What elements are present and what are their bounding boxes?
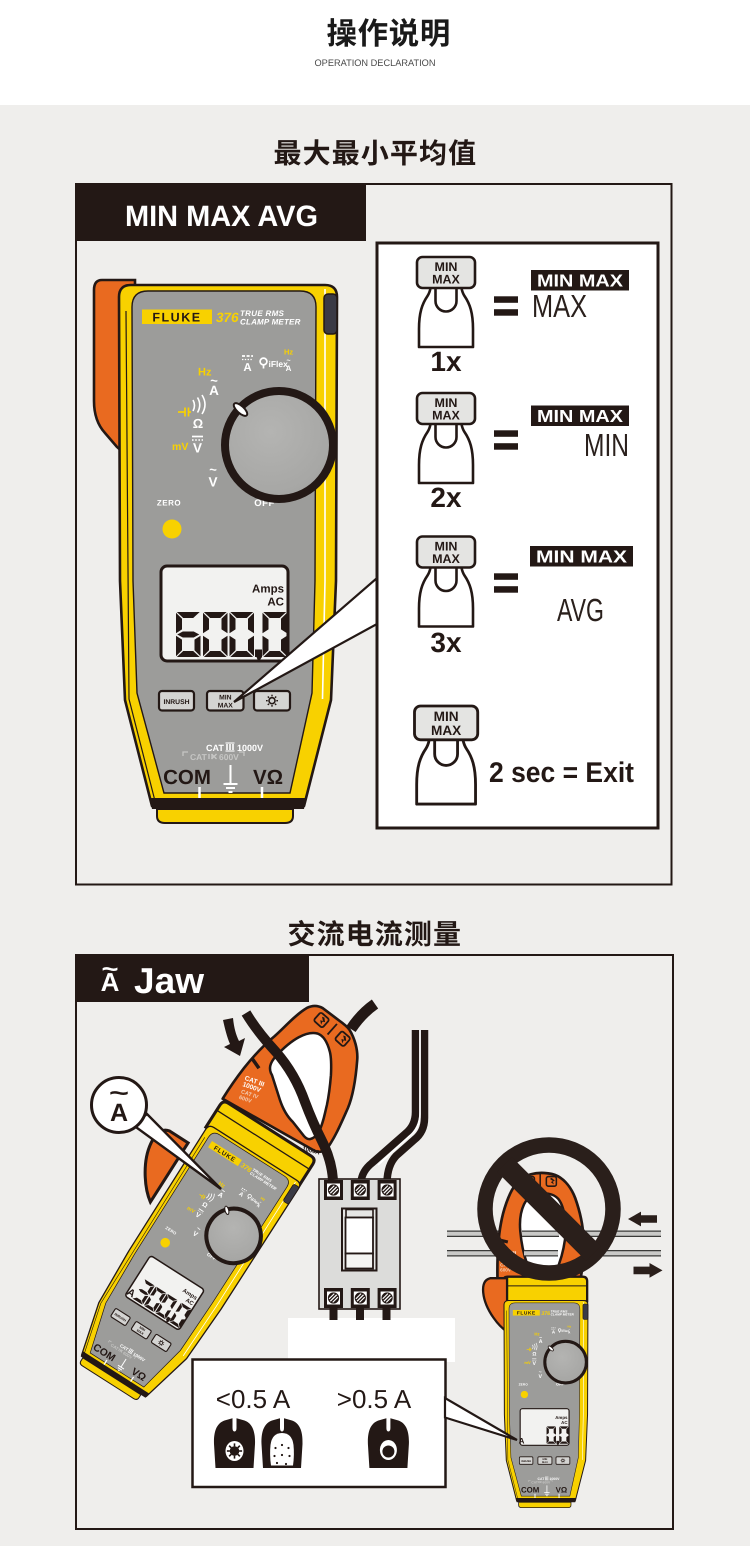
svg-text:>0.5 A: >0.5 A <box>337 1384 412 1414</box>
svg-text:AVG: AVG <box>557 592 604 628</box>
svg-text:MIN: MIN <box>584 427 629 463</box>
svg-text:A: A <box>110 1099 128 1127</box>
svg-text:A: A <box>101 967 120 997</box>
svg-text:MIN MAX: MIN MAX <box>537 270 623 290</box>
svg-text:CAT IV: CAT IV <box>240 1089 259 1101</box>
svg-text:MIN MAX: MIN MAX <box>537 406 623 426</box>
svg-text:<0.5 A: <0.5 A <box>216 1384 291 1414</box>
svg-text:MIN MAX AVG: MIN MAX AVG <box>125 200 318 233</box>
svg-text:600V: 600V <box>238 1094 253 1104</box>
svg-text:OPERATION DECLARATION: OPERATION DECLARATION <box>315 58 436 69</box>
svg-text:~: ~ <box>109 1080 129 1107</box>
svg-text:3x: 3x <box>430 627 462 658</box>
svg-text:1000A: 1000A <box>302 1145 321 1156</box>
svg-text:2x: 2x <box>430 482 462 513</box>
svg-text:Jaw: Jaw <box>134 960 205 1001</box>
svg-text:A: A <box>519 1436 525 1445</box>
svg-text:~: ~ <box>102 956 119 983</box>
svg-text:MAX: MAX <box>532 288 587 324</box>
svg-text:2 sec = Exit: 2 sec = Exit <box>489 757 634 789</box>
svg-text:1x: 1x <box>430 346 462 377</box>
svg-text:MIN MAX: MIN MAX <box>536 546 627 566</box>
